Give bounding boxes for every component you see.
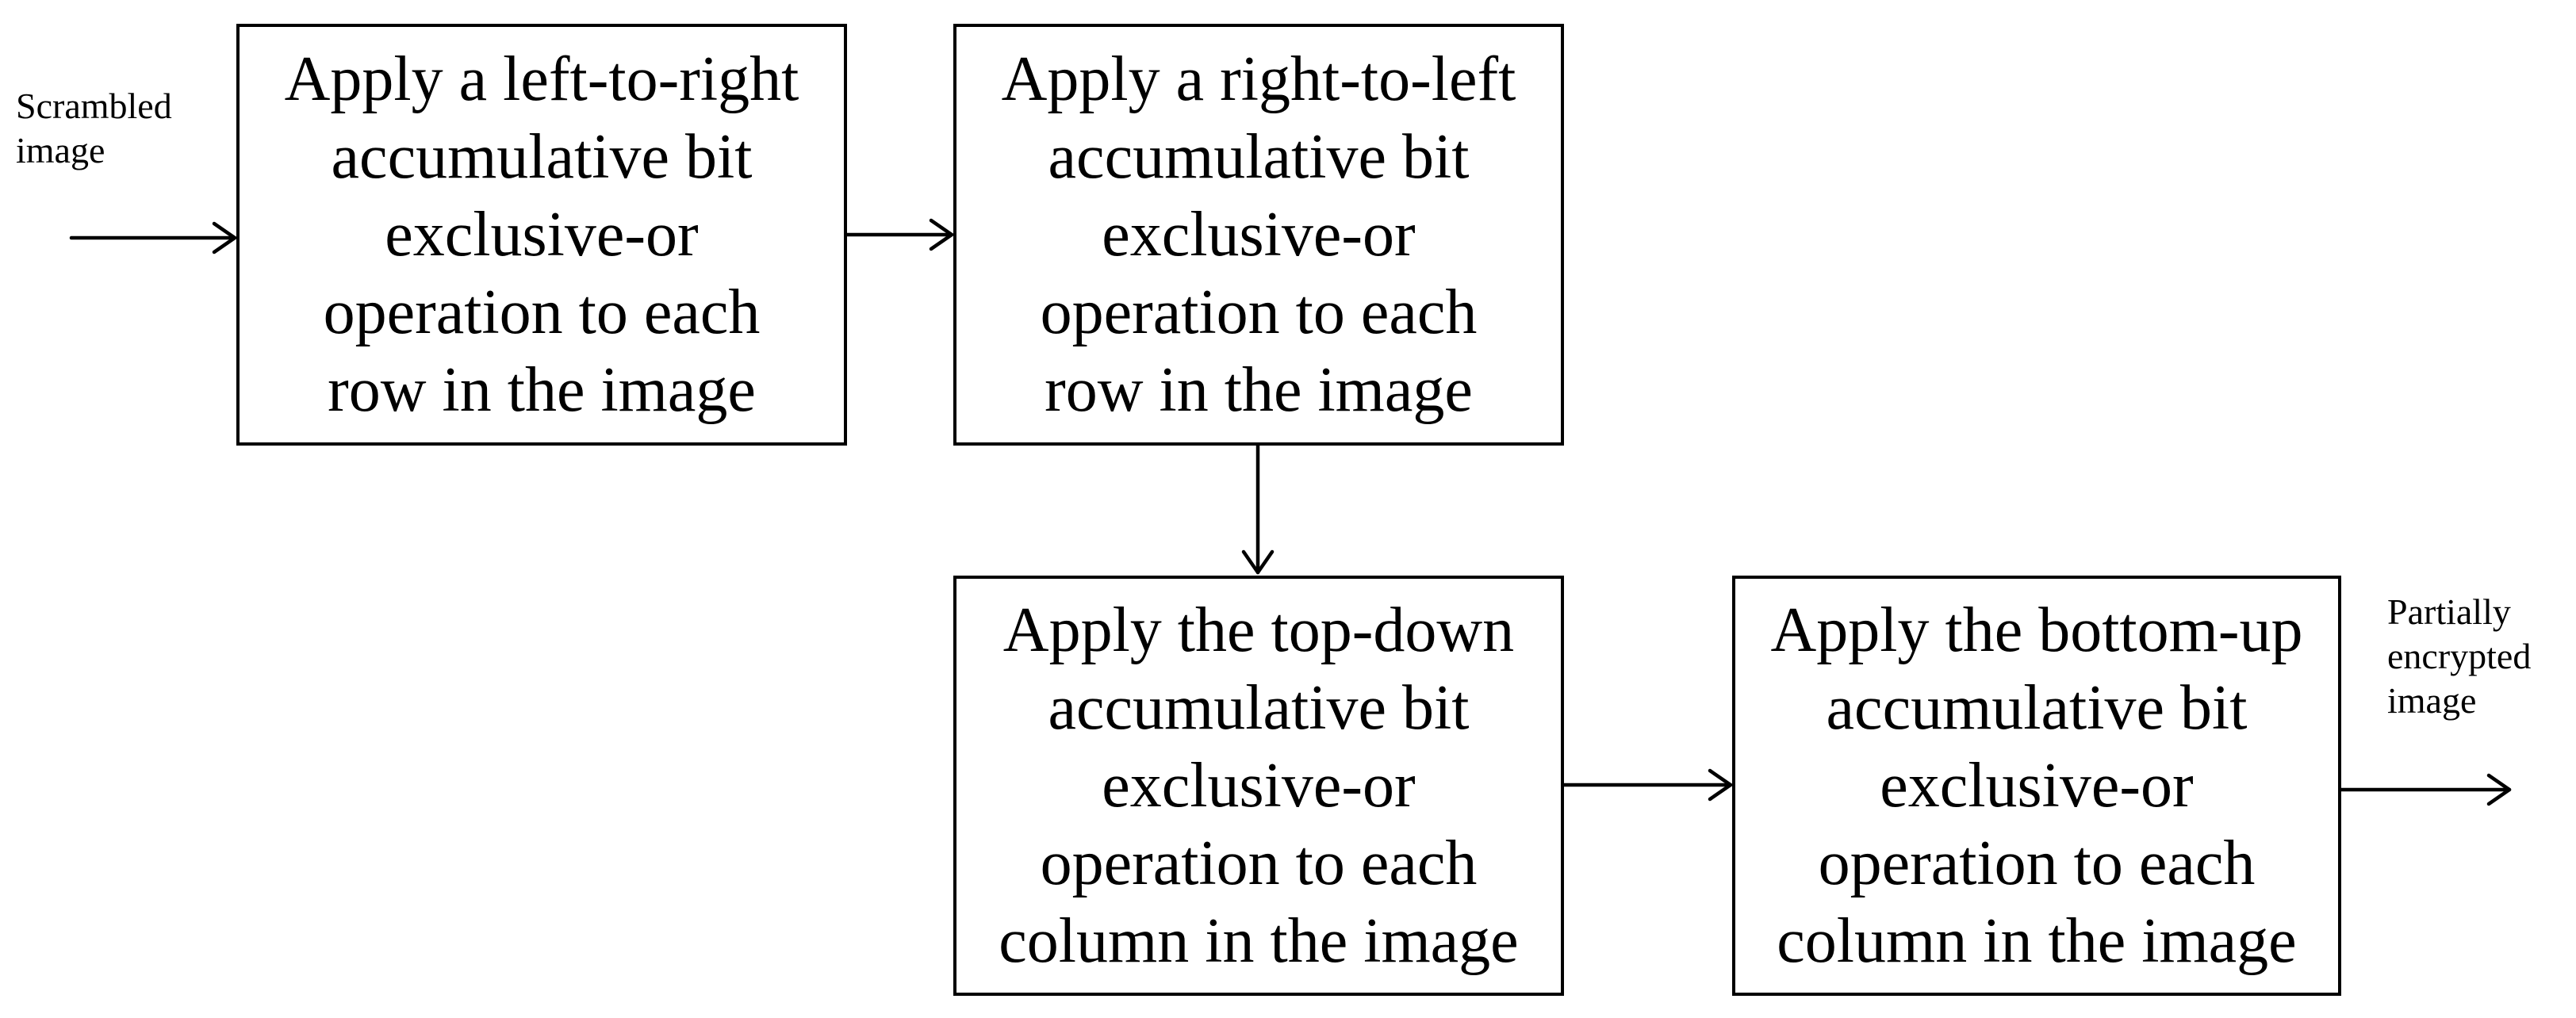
step-2-text: Apply a right-to-left accumulative bit e… [1001, 44, 1516, 425]
step-1-text: Apply a left-to-right accumulative bit e… [284, 44, 799, 425]
arrowhead-input-to-step-1 [212, 221, 237, 254]
step-2-box: Apply a right-to-left accumulative bit e… [953, 24, 1564, 446]
step-3-text: Apply the top-down accumulative bit excl… [999, 595, 1519, 976]
step-1-box: Apply a left-to-right accumulative bit e… [236, 24, 847, 446]
arrowhead-step-3-to-step-4 [1708, 768, 1733, 802]
arrowhead-step-4-to-output [2486, 773, 2512, 806]
output-label: Partially encrypted image [2387, 591, 2532, 721]
step-4-text: Apply the bottom-up accumulative bit exc… [1770, 595, 2303, 976]
step-3-box: Apply the top-down accumulative bit excl… [953, 576, 1564, 996]
input-label: Scrambled image [16, 86, 172, 170]
arrowhead-step-2-to-step-3 [1241, 549, 1275, 575]
step-4-box: Apply the bottom-up accumulative bit exc… [1732, 576, 2341, 996]
arrowhead-step-1-to-step-2 [929, 218, 954, 251]
